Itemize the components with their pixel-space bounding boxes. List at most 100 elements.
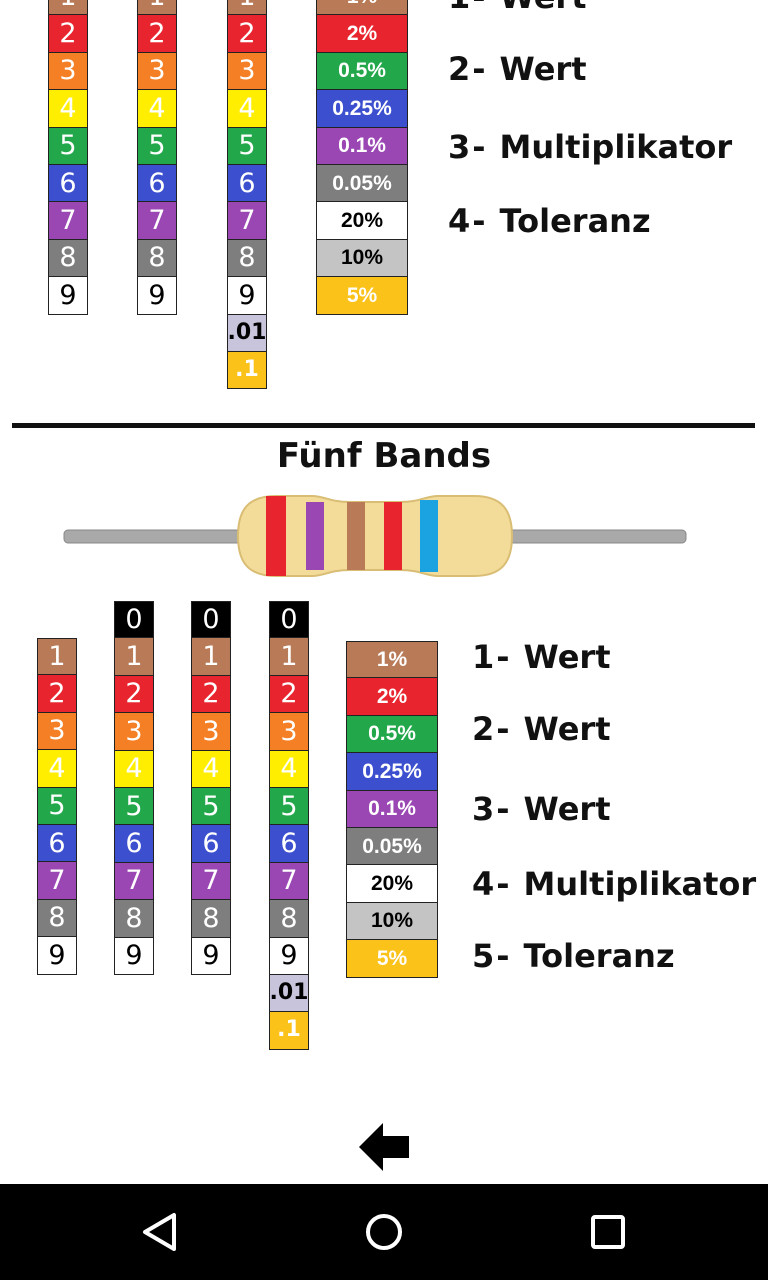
tolerance-cell: 10% xyxy=(316,239,408,278)
color-code-cell: 6 xyxy=(37,824,77,863)
color-code-cell: 9 xyxy=(37,937,77,975)
color-code-cell: 8 xyxy=(37,899,77,938)
color-code-cell: 2 xyxy=(37,675,77,713)
system-nav-bar xyxy=(0,1184,768,1280)
tolerance-cell: 0.1% xyxy=(316,127,408,165)
color-code-cell: 8 xyxy=(269,900,309,938)
resistor-illustration xyxy=(63,495,687,577)
color-code-cell: 9 xyxy=(227,277,267,315)
color-code-cell: .1 xyxy=(269,1012,309,1050)
color-code-cell: 7 xyxy=(37,862,77,900)
legend-item: 3-Wert xyxy=(472,790,610,828)
color-code-cell: 4 xyxy=(137,90,177,128)
legend-item: 5-Toleranz xyxy=(472,937,675,975)
color-code-cell: 5 xyxy=(37,787,77,825)
legend-label: Wert xyxy=(499,50,587,88)
color-code-cell: 9 xyxy=(191,937,231,975)
nav-home-button[interactable] xyxy=(336,1184,432,1280)
legend-label: Wert xyxy=(523,710,611,748)
resistor-lead-right xyxy=(503,529,687,544)
color-code-cell: 5 xyxy=(269,787,309,826)
color-code-cell: 7 xyxy=(227,202,267,240)
color-code-cell: 1 xyxy=(227,0,267,16)
color-code-cell: 6 xyxy=(191,825,231,863)
color-code-cell: 7 xyxy=(137,202,177,240)
color-code-cell: 3 xyxy=(137,52,177,91)
section-title: Fünf Bands xyxy=(276,436,492,476)
tolerance-cell: 5% xyxy=(316,277,408,315)
nav-back-icon xyxy=(143,1213,176,1251)
resistor-lead-left xyxy=(63,529,247,544)
nav-home-icon xyxy=(366,1214,402,1250)
color-code-cell: 4 xyxy=(191,750,231,788)
resistor-band-3 xyxy=(347,502,365,570)
tolerance-cell: 0.5% xyxy=(346,715,438,754)
legend-label: Multiplikator xyxy=(499,128,733,166)
resistor-band-5 xyxy=(420,500,438,572)
top-tolerance-column: 1%2%0.5%0.25%0.1%0.05%20%10%5% xyxy=(316,0,408,315)
section-divider xyxy=(12,423,755,428)
legend-label: Wert xyxy=(523,790,611,828)
color-code-cell: 1 xyxy=(114,638,154,676)
color-code-cell: 4 xyxy=(37,750,77,788)
color-code-cell: 1 xyxy=(269,638,309,676)
legend-label: Multiplikator xyxy=(523,865,757,903)
color-code-cell: 5 xyxy=(137,127,177,165)
color-code-cell: 3 xyxy=(269,713,309,751)
legend-number: 1 xyxy=(472,638,495,676)
legend-item: 3-Multiplikator xyxy=(448,128,732,166)
legend-dash: - xyxy=(472,50,486,88)
legend-item: 2-Wert xyxy=(472,710,610,748)
legend-item: 4-Toleranz xyxy=(448,202,651,240)
legend-dash: - xyxy=(472,0,485,16)
legend-item: 4-Multiplikator xyxy=(472,865,756,903)
color-code-cell: 3 xyxy=(37,712,77,751)
color-code-cell: 5 xyxy=(114,787,154,826)
color-code-cell: 5 xyxy=(227,127,267,165)
color-code-cell: 2 xyxy=(227,15,267,53)
legend-dash: - xyxy=(472,202,486,240)
color-code-cell: 1 xyxy=(191,638,231,676)
color-code-cell: 2 xyxy=(191,675,231,714)
legend-dash: - xyxy=(496,865,510,903)
color-code-cell: 6 xyxy=(227,164,267,203)
color-code-cell: 0 xyxy=(269,601,309,639)
color-code-cell: 3 xyxy=(114,713,154,751)
color-code-cell: 7 xyxy=(269,862,309,901)
color-code-cell: 4 xyxy=(269,750,309,788)
color-code-cell: 8 xyxy=(191,900,231,938)
resistor-band-4 xyxy=(384,502,402,570)
nav-recents-icon xyxy=(591,1215,625,1249)
color-code-cell: 5 xyxy=(48,127,88,165)
color-code-cell: 6 xyxy=(114,825,154,863)
color-code-cell: 1 xyxy=(137,0,177,16)
legend-label: Wert xyxy=(500,0,587,16)
color-code-cell: 3 xyxy=(48,52,88,91)
arrow-left-icon xyxy=(359,1123,409,1171)
tolerance-cell: 0.25% xyxy=(316,90,408,128)
nav-recents-button[interactable] xyxy=(560,1184,656,1280)
color-code-cell: .1 xyxy=(227,351,267,390)
tolerance-cell: 1% xyxy=(316,0,408,16)
legend-number: 5 xyxy=(472,937,495,975)
tolerance-cell: 0.5% xyxy=(316,52,408,91)
legend-number: 2 xyxy=(448,50,471,88)
legend-dash: - xyxy=(496,937,510,975)
resistor-band-2 xyxy=(306,502,324,570)
tolerance-cell: 2% xyxy=(346,678,438,716)
color-code-cell: 2 xyxy=(269,675,309,714)
color-code-cell: 4 xyxy=(114,750,154,788)
color-code-cell: 8 xyxy=(48,239,88,278)
tolerance-cell: 0.05% xyxy=(346,827,438,866)
legend-dash: - xyxy=(496,710,510,748)
back-button[interactable] xyxy=(357,1120,411,1174)
color-code-cell: 8 xyxy=(114,900,154,938)
nav-back-button[interactable] xyxy=(112,1184,208,1280)
color-code-cell: 3 xyxy=(191,713,231,751)
color-code-cell: 5 xyxy=(191,787,231,826)
